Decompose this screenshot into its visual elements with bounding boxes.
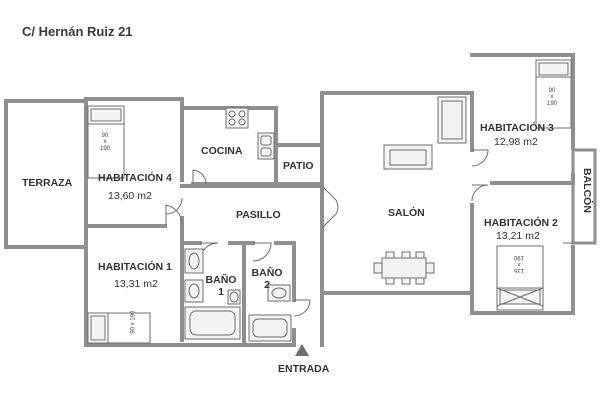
- bed-width: 90: [101, 133, 109, 139]
- bed-size-habitacion1: 90 x 190: [130, 311, 136, 334]
- pasillo-label: PASILLO: [236, 209, 281, 221]
- bano2-label: BAÑO: [251, 267, 283, 279]
- balcon-outline: [571, 148, 597, 245]
- bed-x: x: [103, 139, 107, 146]
- bed-length: 190: [514, 254, 525, 261]
- bed-width: 90: [130, 326, 137, 334]
- bed-x: x: [517, 260, 521, 267]
- bed-length: 190: [547, 100, 558, 107]
- habitacion3-label: HABITACIÓN 3: [480, 122, 554, 134]
- bathroom-fixtures: [184, 248, 292, 342]
- patio-label: PATIO: [283, 160, 314, 172]
- beds: [87, 59, 572, 344]
- entrance-arrow: [295, 344, 309, 356]
- bed-width: 90: [548, 88, 556, 94]
- bed-size-habitacion2: 135 x 190: [514, 254, 524, 273]
- bed-x: x: [130, 322, 137, 326]
- terraza-label: TERRAZA: [22, 177, 73, 189]
- bano1-number: 1: [218, 286, 224, 298]
- bano1-label: BAÑO: [205, 274, 237, 286]
- walls: [84, 53, 575, 347]
- entrance-label: ENTRADA: [278, 363, 330, 375]
- habitacion4-area: 13,60 m2: [108, 190, 152, 202]
- bed-size-habitacion4: 90 x 190: [100, 133, 110, 152]
- habitacion1-area: 13,31 m2: [114, 278, 158, 290]
- kitchen-fixtures: [225, 107, 275, 160]
- bed-x: x: [550, 94, 554, 101]
- habitacion1-label: HABITACIÓN 1: [98, 261, 172, 273]
- bed-size-habitacion3: 90 x 190: [547, 88, 557, 107]
- balcon-label: BALCÓN: [581, 168, 593, 213]
- habitacion2-label: HABITACIÓN 2: [484, 217, 558, 229]
- bed-length: 190: [100, 145, 111, 152]
- habitacion4-label: HABITACIÓN 4: [98, 172, 172, 184]
- terraza-outline: [4, 99, 88, 249]
- bano2-number: 2: [264, 279, 270, 291]
- plan-title: C/ Hernán Ruiz 21: [22, 24, 133, 39]
- cocina-label: COCINA: [201, 145, 243, 157]
- salon-label: SALÓN: [388, 207, 425, 219]
- habitacion2-area: 13,21 m2: [496, 230, 540, 242]
- habitacion3-area: 12,98 m2: [494, 136, 538, 148]
- furniture: [373, 96, 467, 285]
- doors: [165, 149, 573, 317]
- bed-length: 190: [130, 310, 137, 321]
- bed-width: 135: [514, 266, 525, 273]
